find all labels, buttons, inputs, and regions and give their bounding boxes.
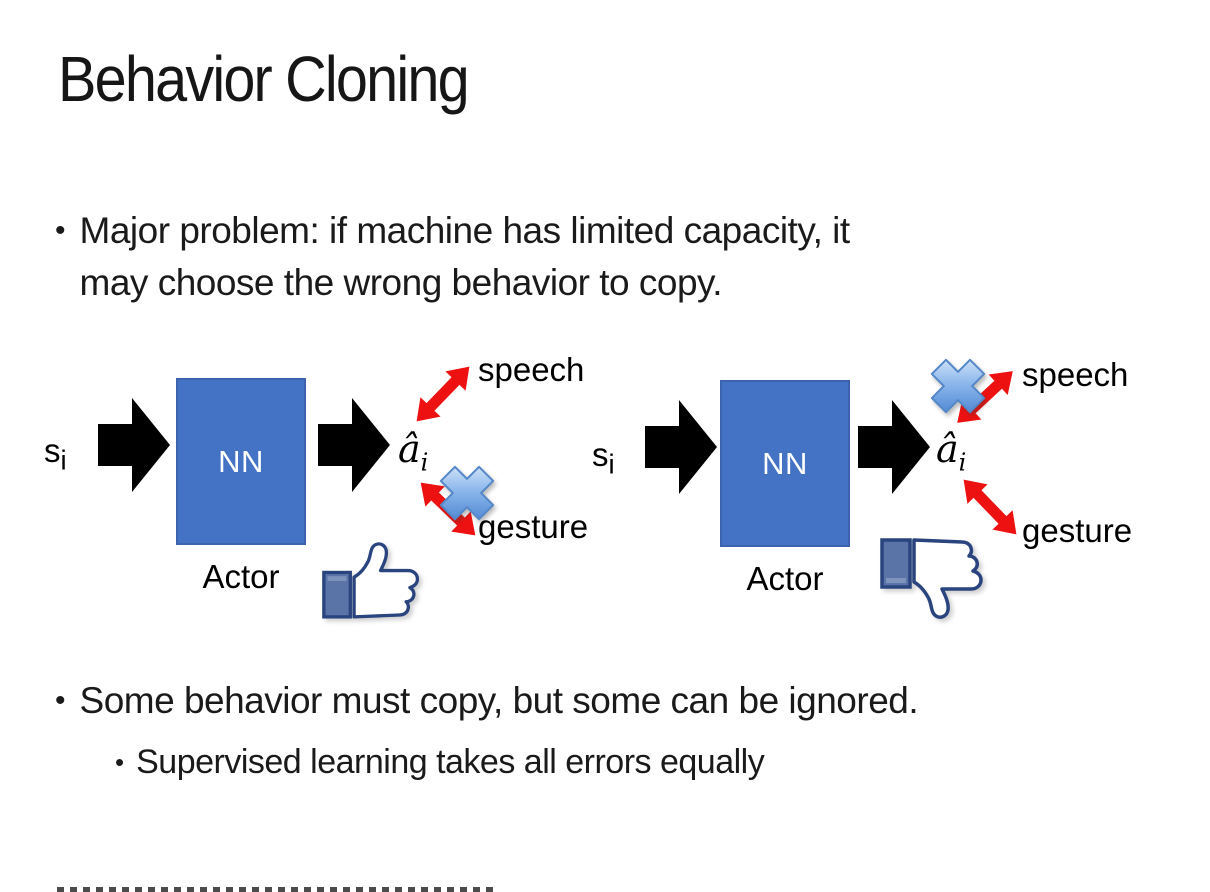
gesture-label-right: gesture [1022,512,1133,549]
gesture-label-left: gesture [478,508,589,545]
speech-label-right: speech [1022,356,1129,393]
action-subscript: i [958,448,967,477]
action-output-label-left: âi [398,430,428,475]
actor-label-right: Actor [746,560,824,597]
bullet-marker: • [115,747,125,777]
bullet-some-behavior: • Some behavior must copy, but some can … [55,675,1185,727]
state-subscript: i [608,448,615,480]
bullet-supervised-learning: • Supervised learning takes all errors e… [115,738,765,786]
output-block-arrow-icon [858,400,930,494]
input-block-arrow-icon [98,398,170,492]
cross-x-icon-speech [930,358,986,414]
bullet-marker: • [55,684,66,717]
nn-box-left: NN [176,378,306,545]
state-input-label-right: si [592,436,615,481]
nn-label: NN [762,445,808,481]
state-symbol: s [592,436,609,473]
actor-label-left: Actor [202,558,280,595]
speech-label-left: speech [478,351,585,388]
bullet-major-problem: • Major problem: if machine has limited … [55,205,1135,309]
output-block-arrow-icon [318,398,390,492]
bullet-some-behavior-text: Some behavior must copy, but some can be… [79,680,919,721]
nn-label: NN [218,443,264,479]
bottom-cropped-content-artifact [57,887,493,892]
bullet-marker: • [55,214,66,247]
nn-box-right: NN [720,380,850,547]
state-input-label-left: si [44,432,67,477]
page-title: Behavior Cloning [58,43,470,115]
state-symbol: s [44,432,61,469]
cross-x-icon-gesture [439,465,495,521]
bullet-supervised-learning-text: Supervised learning takes all errors equ… [136,743,765,781]
action-subscript: i [420,448,429,477]
gesture-double-arrow-icon [963,479,1017,535]
bullet-major-problem-text: Major problem: if machine has limited ca… [79,210,851,303]
action-symbol: â [398,427,421,471]
thumbs-down-icon [880,538,983,619]
input-block-arrow-icon [645,400,717,494]
state-subscript: i [60,444,67,476]
speech-double-arrow-icon [416,366,470,422]
thumbs-up-icon [322,542,420,619]
action-output-label-right: âi [936,430,966,475]
action-symbol: â [936,427,959,471]
